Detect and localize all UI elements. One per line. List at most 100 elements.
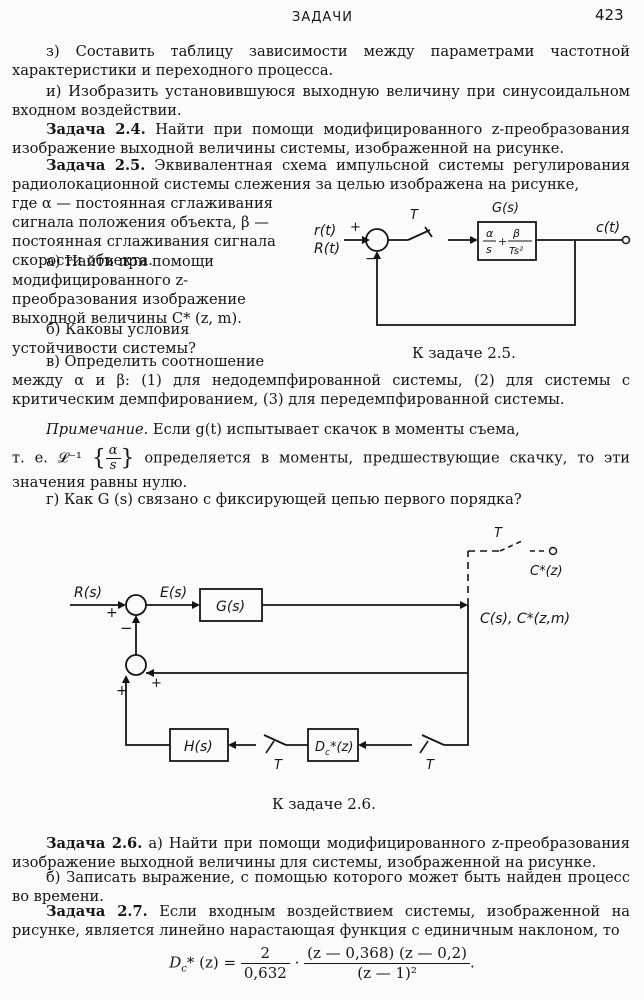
task-2-5-g: г) Как G (s) связано с фиксирующей цепью… [46, 491, 522, 508]
figure-2-5-caption: К задаче 2.5. [412, 344, 516, 362]
fig25-alpha-den: s [486, 243, 492, 256]
fig26-sampler-left-label: T [274, 758, 283, 773]
formula-dot: · [294, 953, 300, 972]
fig25-minus: − [365, 251, 377, 267]
fig26-sampler-right-tick [419, 740, 429, 754]
formula-f1-den: 0,632 [243, 964, 287, 982]
fig25-sampler-switch [407, 229, 431, 241]
fig25-input-r: r(t) [314, 223, 336, 239]
fig25-output-terminal [621, 235, 631, 245]
fig26-block-H-label: H(s) [184, 739, 213, 755]
formula-f2-den: (z — 1)² [357, 964, 417, 982]
fig26-sampler-left-tick [265, 740, 275, 754]
task-2-7-label: Задача 2.7. [46, 903, 148, 920]
task-2-6-a: а) Найти при помощи модифицированного z-… [12, 835, 630, 871]
fig25-input-R: R(t) [314, 241, 340, 257]
note-frac-num: α [108, 443, 118, 458]
formula-end: . [470, 953, 475, 972]
task-2-5-where: где α — постоянная сглаживания сигнала п… [12, 195, 276, 269]
fig25-beta-num: β [512, 227, 520, 240]
fig26-error-arrow [192, 601, 200, 609]
task-2-4-label: Задача 2.4. [46, 121, 146, 138]
fig25-plus-in-block: + [498, 235, 507, 248]
paragraph-z: з) Составить таблицу зависимости между п… [12, 43, 630, 79]
formula-lhs-sub: c [181, 963, 187, 975]
fig26-junction-link-arrow [132, 615, 140, 623]
fig26-minus: − [120, 619, 133, 637]
task-2-4: Задача 2.4. Найти при помощи модифициров… [12, 120, 630, 158]
fig26-sampled-label: C*(z) [530, 564, 563, 579]
fig26-D-letter: D [315, 740, 325, 755]
fig25-feedback-arrow [373, 251, 381, 259]
task-2-5-v2: между α и β: (1) для недодемпфированной … [12, 372, 630, 408]
task-2-7: Задача 2.7. Если входным воздействием си… [12, 902, 630, 940]
fig26-error-label: E(s) [160, 585, 187, 601]
task-2-6: Задача 2.6. а) Найти при помощи модифици… [12, 834, 630, 872]
formula-f1-num: 2 [240, 944, 290, 964]
task-2-5-label: Задача 2.5. [46, 157, 146, 174]
figure-2-6-caption: К задаче 2.6. [272, 795, 376, 813]
figure-2-6-diagram: R(s) + − E(s) G(s) C(s), C*(z,m) T C*(z)… [70, 526, 570, 773]
note-text2-pre: т. е. 𝓛⁻¹ [12, 449, 82, 467]
fig26-D-arrow [358, 741, 366, 749]
note-label: Примечание. [46, 421, 149, 438]
page-number: 423 [595, 6, 624, 24]
fig25-alpha-num: α [486, 227, 494, 240]
task-2-5-b: б) Каковы условия устойчивости системы? [12, 321, 196, 357]
formula-lhs-rest: * (z) = [186, 953, 237, 972]
fig25-sampler-tick [424, 226, 433, 238]
task-2-6-label: Задача 2.6. [46, 835, 143, 852]
running-header: ЗАДАЧИ [292, 10, 353, 25]
fig26-block-G-label: G(s) [216, 599, 245, 615]
fig26-output-arrow [460, 601, 468, 609]
fig26-sampler-right-label: T [426, 758, 435, 773]
fig25-feedback-path [376, 240, 576, 326]
fig25-block-title: G(s) [492, 201, 519, 216]
fig26-sampler-right [421, 734, 445, 746]
fig25-beta-den: Ts² [509, 246, 523, 257]
task-2-4-text: Найти при помощи модифицированного z-пре… [12, 121, 630, 157]
fig26-D-rest: *(z) [330, 740, 353, 755]
fig26-H-return-line [125, 683, 170, 746]
fig26-output-label: C(s), C*(z,m) [480, 611, 570, 627]
fig25-output-label: c(t) [596, 220, 620, 236]
figure-2-5-diagram: r(t) R(t) + − T G(s) α s + β Ts² c(t) [314, 201, 631, 326]
fig26-plus-bottom: + [116, 683, 128, 699]
task-2-7-text: Если входным воздействием системы, изобр… [12, 903, 630, 939]
fig26-plus-top: + [106, 605, 118, 621]
note-text1: Если g(t) испытывает скачок в моменты съ… [152, 421, 520, 438]
fig25-sampler-label: T [410, 208, 419, 223]
fig26-plus-inner: + [151, 676, 162, 691]
fig26-inner-feedback-arrow [146, 669, 154, 677]
fig26-summing-junction-2 [125, 654, 147, 676]
fig26-output-sampler [499, 540, 523, 552]
fig26-D-sub: c [325, 748, 330, 758]
fig26-input-arrow [118, 601, 126, 609]
fig26-summing-junction-1 [125, 594, 147, 616]
fig25-block-G [477, 221, 537, 261]
task-2-6-b: б) Записать выражение, с помощью которог… [12, 869, 630, 905]
fig26-block-D-label: Dc*(z) [315, 740, 353, 758]
paragraph-i: и) Изобразить установившуюся выходную ве… [12, 83, 630, 119]
fig26-inner-feedback-line [146, 605, 469, 674]
task-2-5-a: а) Найти при помощи модифицированного z-… [12, 253, 246, 327]
fig26-input-label: R(s) [74, 585, 102, 601]
task-2-5: Задача 2.5. Эквивалентная схема импульсн… [12, 156, 630, 194]
fig26-outer-feedback-line [444, 673, 469, 746]
fig26-sampled-terminal [548, 546, 558, 556]
note-frac-den: s [109, 458, 117, 473]
fig26-H-return-arrow [122, 675, 130, 683]
fig25-block-arrow [470, 236, 478, 244]
note-text2-post: определяется в моменты, предшествующие с… [12, 449, 630, 492]
fig26-output-sampler-label: T [494, 526, 503, 541]
task-2-5-v1: в) Определить соотношение [46, 353, 265, 370]
fig26-H-arrow [228, 741, 236, 749]
task-2-5-text: Эквивалентная схема импульсной системы р… [12, 157, 631, 193]
note-line1: Примечание. Если g(t) испытывает скачок … [12, 420, 630, 439]
formula-f2-num: (z — 0,368) (z — 0,2) [304, 944, 470, 964]
fig26-sampler-left [263, 734, 287, 746]
fig25-plus: + [350, 220, 361, 235]
formula-lhs: D [169, 953, 182, 972]
